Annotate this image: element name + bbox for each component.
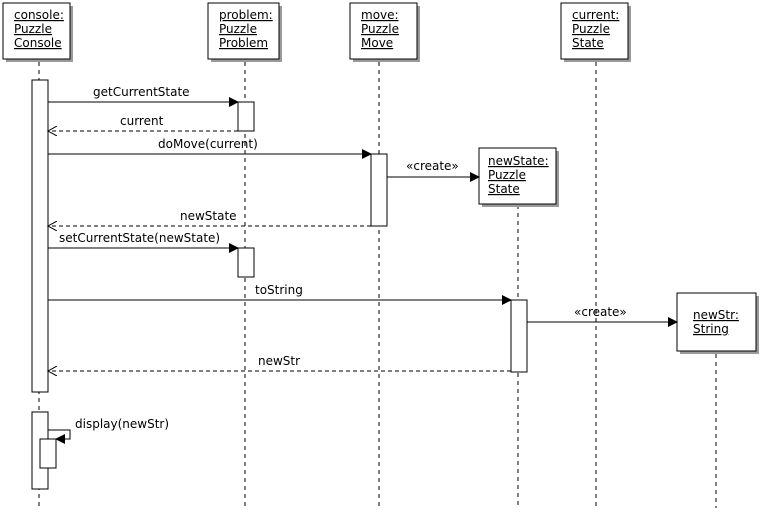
activation-problem-2 — [237, 247, 255, 278]
object-current-line-2: Puzzle — [572, 22, 610, 36]
message-toString-label: toString — [255, 283, 303, 297]
object-newStr-line-1: newStr: — [693, 308, 739, 322]
message-display-self-arrow — [48, 429, 71, 444]
message-create-newStr-label: «create» — [574, 305, 627, 319]
object-problem-line-3: Problem — [219, 36, 268, 50]
message-display-label: display(newStr) — [75, 417, 169, 431]
object-newState-line-3: State — [488, 182, 520, 196]
object-move: move: Puzzle Move — [349, 2, 420, 62]
message-getCurrentState-label: getCurrentState — [93, 85, 190, 99]
object-newState-line-2: Puzzle — [488, 168, 526, 182]
object-console-line-1: console: — [14, 8, 64, 22]
object-move-line-1: move: — [361, 8, 399, 22]
object-problem-line-1: problem: — [219, 8, 273, 22]
object-newState: newState: Puzzle State — [478, 147, 559, 207]
object-newStr: newStr: String — [676, 292, 759, 354]
message-create-newState-label: «create» — [406, 159, 459, 173]
activation-console-1 — [31, 79, 49, 393]
message-doMove-label: doMove(current) — [158, 137, 258, 151]
activation-move — [370, 153, 388, 227]
message-newStr-return-label: newStr — [258, 354, 300, 368]
activation-console-nested — [39, 438, 57, 469]
object-newState-line-1: newState: — [488, 154, 549, 168]
activation-problem-1 — [237, 101, 255, 132]
message-setCurrentState-label: setCurrentState(newState) — [59, 231, 220, 245]
object-move-line-3: Move — [361, 36, 393, 50]
object-problem-line-2: Puzzle — [219, 22, 257, 36]
object-problem: problem: Puzzle Problem — [207, 2, 282, 62]
object-console-line-2: Puzzle — [14, 22, 52, 36]
object-current: current: Puzzle State — [560, 2, 631, 62]
message-current-return-label: current — [120, 114, 164, 128]
activation-newState — [510, 299, 528, 373]
object-console: console: Puzzle Console — [2, 2, 73, 62]
object-current-line-1: current: — [572, 8, 619, 22]
object-move-line-2: Puzzle — [361, 22, 399, 36]
object-newStr-line-2: String — [693, 322, 729, 336]
message-newState-return-label: newState — [180, 209, 237, 223]
object-current-line-3: State — [572, 36, 604, 50]
object-console-line-3: Console — [14, 36, 62, 50]
